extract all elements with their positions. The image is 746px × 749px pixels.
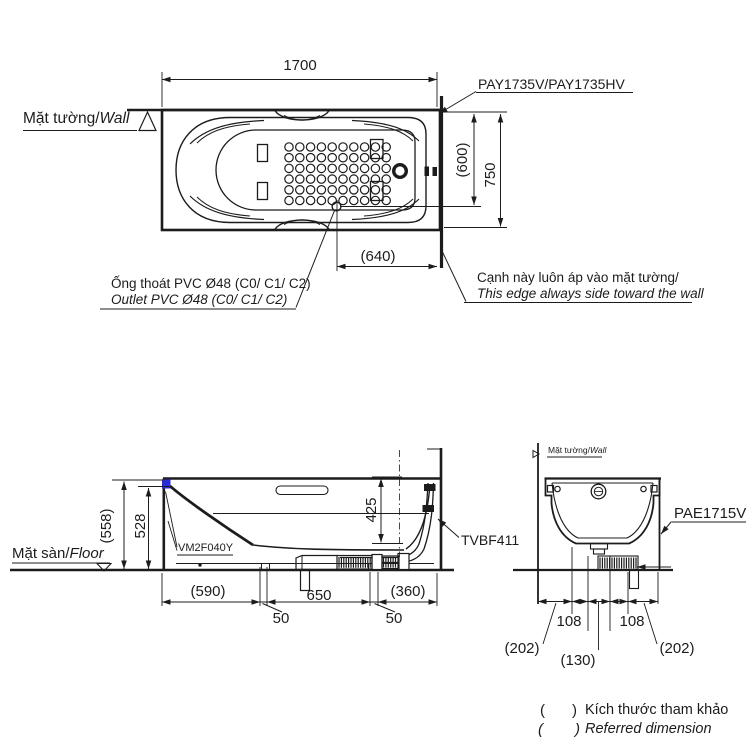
panel-clip-marker [162,479,171,489]
dim-width-ref-label: (600) [454,142,472,178]
wall-label-top: Mặt tường/Wall [23,110,130,127]
wall-datum-icon-small [532,449,540,459]
dim-gap-left-label: 50 [272,610,290,628]
legend-en: Referred dimension [585,721,712,737]
dim-202-right-label: (202) [659,640,695,658]
dim-108-right-label: 108 [619,613,645,631]
dim-height-total-label: (558) [98,508,116,544]
dim-width-label: 750 [482,162,500,188]
dim-130-label: (130) [560,652,596,670]
dim-height-label: 528 [131,513,149,539]
outlet-note-vi: Ống thoát PVC Ø48 (C0/ C1/ C2) [111,276,311,291]
dim-gap-right-label: 50 [385,610,403,628]
dim-length-label: 1700 [283,57,317,75]
end-view-drawing [513,443,746,650]
legend-open-2: ( [538,721,543,738]
dim-middle-label: 650 [306,587,332,605]
edge-note-en: This edge always side toward the wall [477,285,704,301]
drain-icon [392,162,409,179]
dim-depth-label: 425 [362,497,380,523]
outlet-icon [331,201,342,212]
model-label: PAY1735V/PAY1735HV [478,76,625,92]
antislip-dots [284,142,391,206]
panel-label: VM2F040Y [178,542,234,554]
wall-datum-icon [138,110,157,132]
overflow-icon [590,483,607,500]
apron-label: PAE1715V [674,505,746,522]
legend-vi: Kích thước tham khảo [585,702,729,718]
floor-label: Mặt sàn/Floor [12,545,104,562]
drain-label: TVBF411 [461,532,520,548]
dim-202-left-label: (202) [504,640,540,658]
corrugated-hatch [338,557,637,569]
outlet-note-en: Outlet PVC Ø48 (C0/ C1/ C2) [111,292,288,307]
dim-108-left-label: 108 [556,613,582,631]
edge-note-vi: Cạnh này luôn áp vào mặt tường/ [477,270,679,285]
dim-end-label: (360) [390,583,426,601]
legend-close-1: ) [572,702,577,719]
legend-close-2: ) [575,721,580,738]
dim-front-label: (590) [190,583,226,601]
top-view-drawing [23,72,692,310]
legend-open-1: ( [540,702,545,719]
side-view-drawing [10,448,460,613]
wall-label-end: Mặt tường/Wall [548,445,607,455]
dim-outlet-offset-label: (640) [360,248,396,266]
floor-datum-icon [95,562,113,572]
